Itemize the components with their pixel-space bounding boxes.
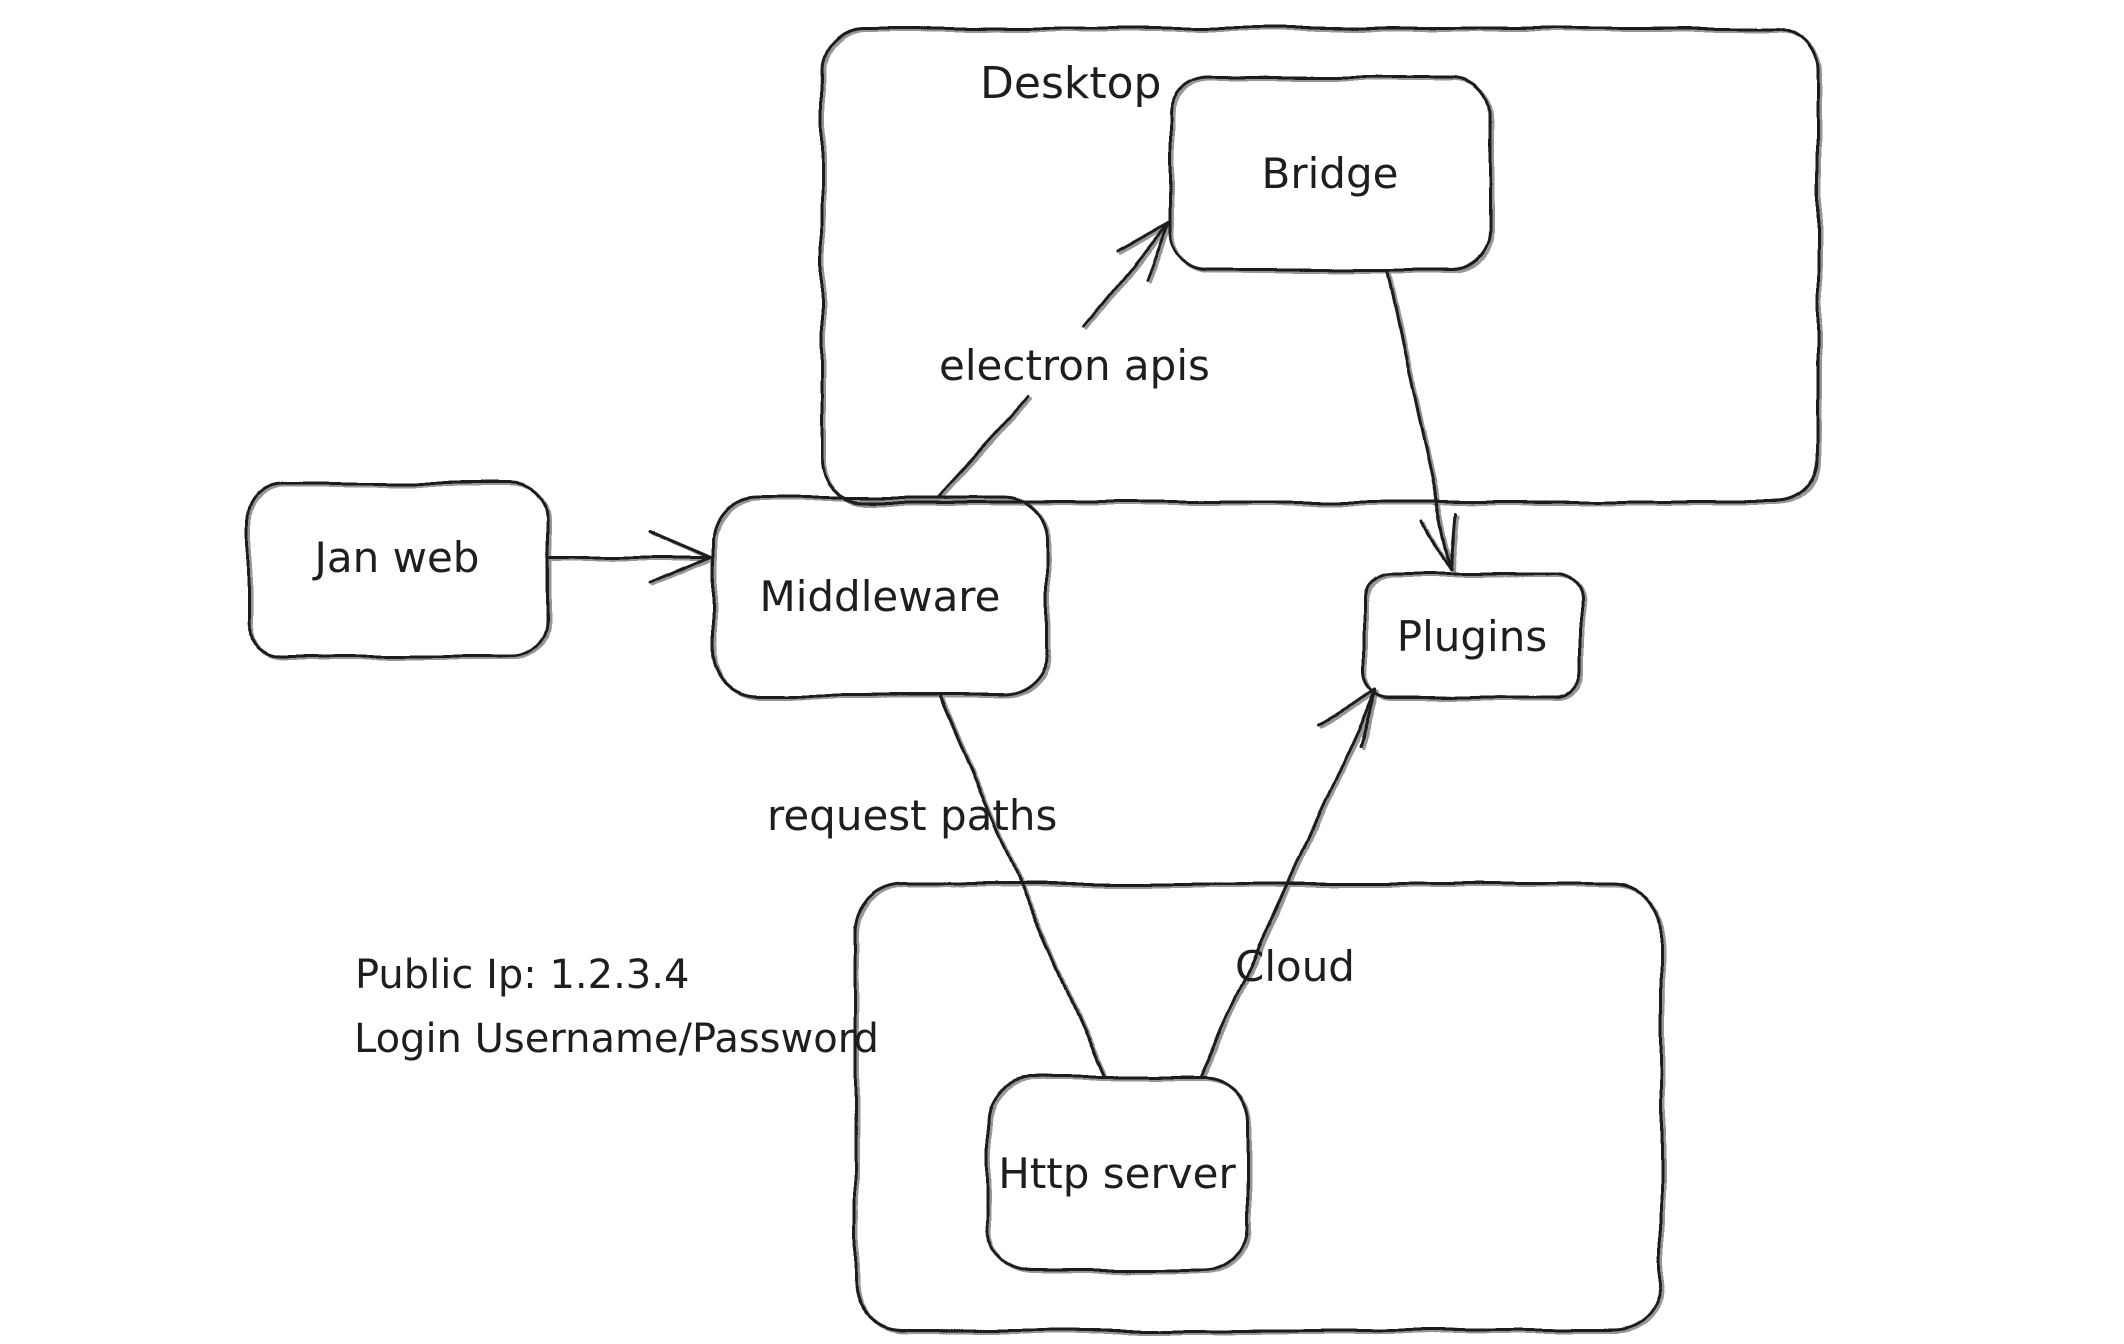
edge-label-request-paths[interactable]: request paths xyxy=(767,791,1057,840)
annotation-login[interactable]: Login Username/Password xyxy=(354,1016,879,1062)
node-plugins[interactable] xyxy=(1362,572,1583,700)
edge-line xyxy=(1386,270,1454,572)
sketch-strokes xyxy=(245,26,1820,1333)
node-middleware-label: Middleware xyxy=(759,572,1000,621)
text-layer: Desktop Cloud Jan web Middleware Bridge … xyxy=(312,58,1548,1198)
node-bridge[interactable] xyxy=(1168,75,1492,272)
shapes-layer xyxy=(245,26,1822,1335)
container-desktop[interactable] xyxy=(820,26,1820,504)
node-bridge-label: Bridge xyxy=(1262,149,1399,198)
edge-line xyxy=(935,393,1032,499)
edge-middleware-to-bridge[interactable] xyxy=(935,220,1170,499)
container-cloud[interactable] xyxy=(853,881,1663,1333)
node-http-server[interactable] xyxy=(985,1075,1250,1272)
edge-label-electron-apis[interactable]: electron apis xyxy=(939,341,1210,390)
edge-line xyxy=(1083,220,1170,327)
container-desktop-label: Desktop xyxy=(980,58,1161,109)
annotation-public-ip[interactable]: Public Ip: 1.2.3.4 xyxy=(355,952,689,998)
edge-middleware-to-http-server[interactable] xyxy=(939,695,1106,1079)
arrowhead-up-right-icon xyxy=(1114,220,1170,282)
node-middleware[interactable] xyxy=(711,495,1049,697)
arrowhead-up-right-icon xyxy=(1318,688,1378,747)
node-jan-web[interactable] xyxy=(245,481,549,659)
container-cloud-label: Cloud xyxy=(1235,942,1355,991)
node-plugins-label: Plugins xyxy=(1397,612,1547,661)
edge-line xyxy=(939,695,1106,1079)
node-jan-web-label: Jan web xyxy=(312,533,480,582)
node-http-server-label: Http server xyxy=(998,1149,1236,1198)
